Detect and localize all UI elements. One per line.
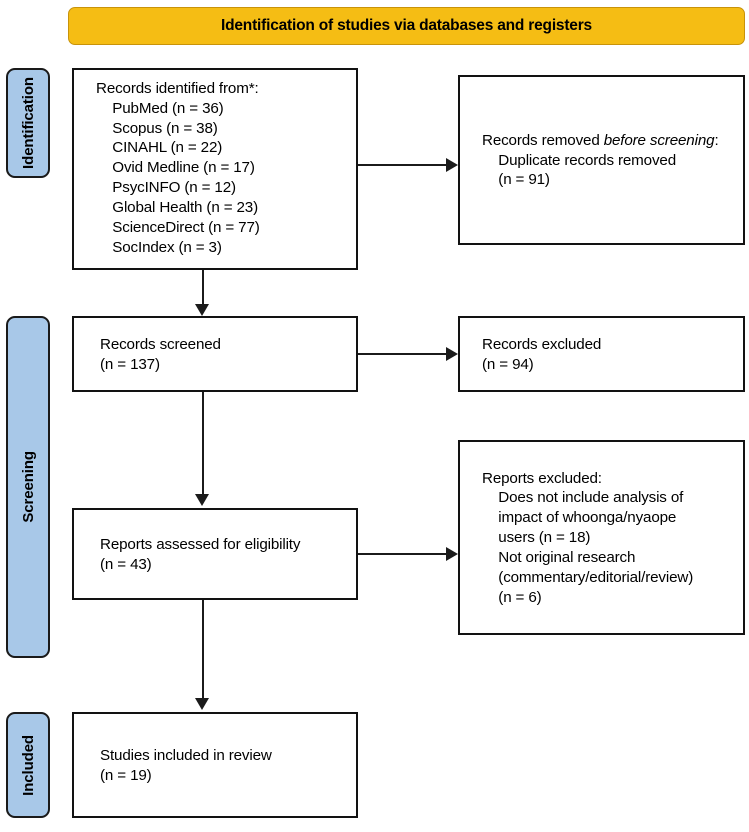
box-records-excluded: Records excluded (n = 94) bbox=[458, 316, 745, 392]
arrow-head-right-icon bbox=[446, 158, 458, 172]
box-studies-included: Studies included in review (n = 19) bbox=[72, 712, 358, 818]
connector-eligibility-to-included bbox=[202, 600, 204, 700]
arrow-head-down-icon bbox=[195, 698, 209, 710]
box-records-identified-text: Records identified from*: PubMed (n = 36… bbox=[96, 80, 260, 256]
box-reports-excluded: Reports excluded: Does not include analy… bbox=[458, 440, 745, 635]
removed-prefix: Records removed bbox=[482, 131, 604, 149]
connector-screened-to-eligibility bbox=[202, 392, 204, 496]
box-reports-assessed-eligibility: Reports assessed for eligibility (n = 43… bbox=[72, 508, 358, 600]
box-studies-included-text: Studies included in review (n = 19) bbox=[100, 746, 272, 784]
arrow-head-right-icon bbox=[446, 347, 458, 361]
stage-label-identification-text: Identification bbox=[19, 77, 37, 169]
arrow-head-right-icon bbox=[446, 547, 458, 561]
connector-identified-to-screened bbox=[202, 270, 204, 306]
diagram-header-banner: Identification of studies via databases … bbox=[68, 7, 745, 45]
diagram-title: Identification of studies via databases … bbox=[221, 17, 592, 35]
box-records-identified: Records identified from*: PubMed (n = 36… bbox=[72, 68, 358, 270]
box-reports-assessed-eligibility-text: Reports assessed for eligibility (n = 43… bbox=[100, 535, 301, 573]
connector-eligibility-to-reports-excluded bbox=[358, 553, 448, 555]
arrow-head-down-icon bbox=[195, 494, 209, 506]
stage-label-screening: Screening bbox=[6, 316, 50, 658]
box-records-screened: Records screened (n = 137) bbox=[72, 316, 358, 392]
stage-label-included: Included bbox=[6, 712, 50, 818]
arrow-head-down-icon bbox=[195, 304, 209, 316]
connector-screened-to-excluded bbox=[358, 353, 448, 355]
stage-label-included-text: Included bbox=[19, 734, 37, 796]
box-records-removed: Records removed before screening: Duplic… bbox=[458, 75, 745, 245]
box-records-removed-text: Records removed before screening: Duplic… bbox=[478, 131, 719, 190]
connector-identified-to-removed bbox=[358, 164, 448, 166]
box-reports-excluded-text: Reports excluded: Does not include analy… bbox=[482, 469, 694, 606]
box-records-screened-text: Records screened (n = 137) bbox=[100, 335, 221, 373]
removed-emphasis: before screening bbox=[603, 131, 715, 149]
stage-label-screening-text: Screening bbox=[19, 451, 37, 523]
removed-suffix: : Duplicate records removed (n = 91) bbox=[498, 131, 719, 189]
box-records-excluded-text: Records excluded (n = 94) bbox=[482, 335, 602, 373]
stage-label-identification: Identification bbox=[6, 68, 50, 178]
